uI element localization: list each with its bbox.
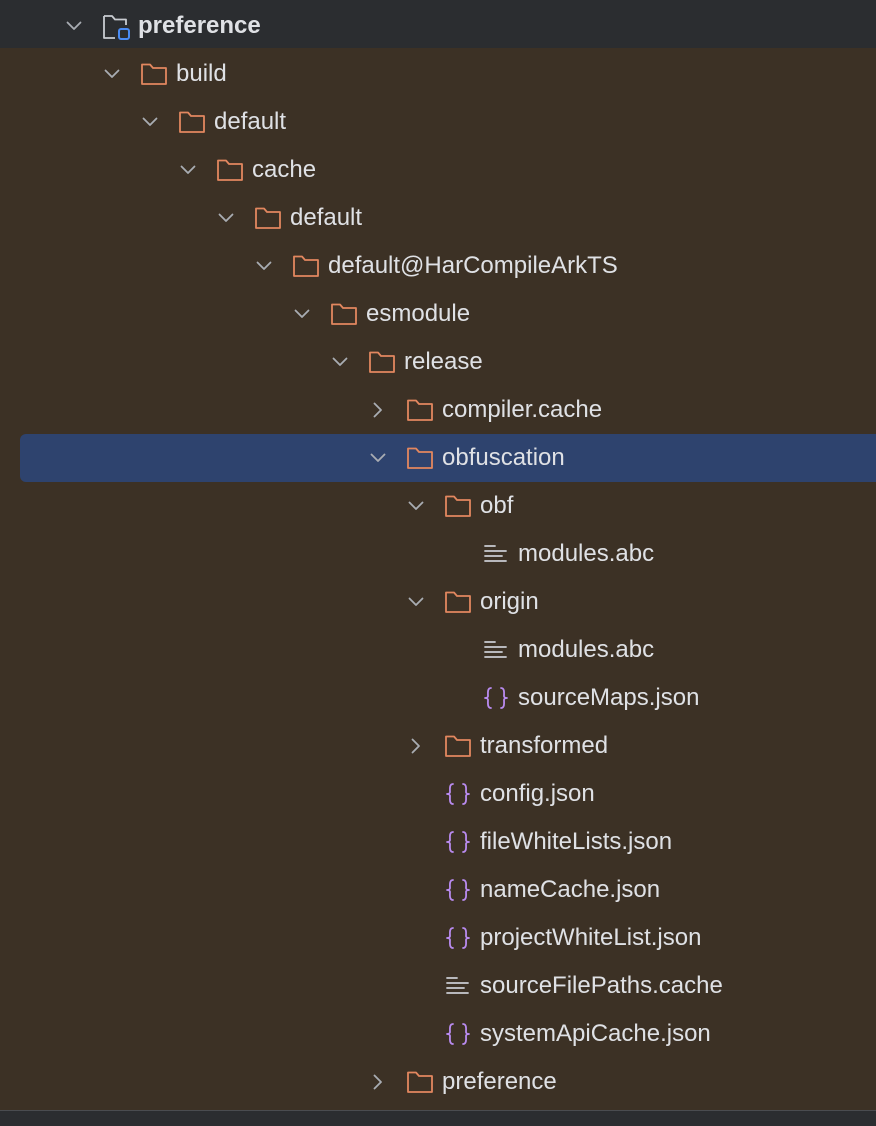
folder-icon (444, 493, 472, 519)
tree-item-label: compiler.cache (442, 396, 603, 423)
chevron-right-icon[interactable] (370, 1074, 386, 1090)
tree-item-label: preference (138, 12, 261, 39)
tree-row-folder[interactable]: default (0, 98, 876, 146)
folder-icon (292, 253, 320, 279)
tree-row-file[interactable]: nameCache.json (0, 866, 876, 914)
tree-row-file[interactable]: systemApiCache.json (0, 1010, 876, 1058)
chevron-down-icon[interactable] (142, 114, 158, 130)
tree-row-file[interactable]: modules.abc (0, 626, 876, 674)
folder-icon (406, 397, 434, 423)
tree-row-folder[interactable]: build (0, 50, 876, 98)
text-file-icon (482, 637, 510, 663)
tree-item-label: default@HarCompileArkTS (328, 252, 618, 279)
chevron-right-icon[interactable] (408, 738, 424, 754)
json-file-icon (444, 1021, 472, 1047)
folder-icon (216, 157, 244, 183)
folder-icon (330, 301, 358, 327)
chevron-down-icon[interactable] (180, 162, 196, 178)
tree-item-label: modules.abc (518, 636, 655, 663)
tree-item-label: cache (252, 156, 317, 183)
tree-item-label: transformed (480, 732, 609, 759)
tree-item-label: default (290, 204, 363, 231)
tree-row-file[interactable]: fileWhiteLists.json (0, 818, 876, 866)
chevron-down-icon[interactable] (408, 594, 424, 610)
tree-row-folder[interactable]: obf (0, 482, 876, 530)
tree-row-folder[interactable]: default (0, 194, 876, 242)
folder-icon (444, 733, 472, 759)
json-file-icon (444, 877, 472, 903)
tree-item-label: projectWhiteList.json (480, 924, 702, 951)
tree-item-label: nameCache.json (480, 876, 661, 903)
tree-row-folder-selected[interactable]: obfuscation (0, 434, 876, 482)
tree-item-label: build (176, 60, 227, 87)
tree-item-label: esmodule (366, 300, 471, 327)
tree-header-band (0, 0, 876, 48)
chevron-down-icon[interactable] (408, 498, 424, 514)
tree-row-file[interactable]: sourceFilePaths.cache (0, 962, 876, 1010)
tree-row-folder[interactable]: cache (0, 146, 876, 194)
tree-item-label: systemApiCache.json (480, 1020, 711, 1047)
json-file-icon (444, 925, 472, 951)
tree-item-label: origin (480, 588, 539, 615)
folder-icon (178, 109, 206, 135)
tree-row-file[interactable]: projectWhiteList.json (0, 914, 876, 962)
tree-footer-band (0, 1110, 876, 1126)
folder-icon (140, 61, 168, 87)
tree-row-root[interactable]: preference (0, 2, 876, 50)
tree-row-file[interactable]: modules.abc (0, 530, 876, 578)
tree-row-file[interactable]: sourceMaps.json (0, 674, 876, 722)
chevron-down-icon[interactable] (370, 450, 386, 466)
chevron-down-icon[interactable] (256, 258, 272, 274)
chevron-down-icon[interactable] (294, 306, 310, 322)
folder-icon (368, 349, 396, 375)
tree-row-folder[interactable]: preference (0, 1058, 876, 1106)
tree-row-folder[interactable]: default@HarCompileArkTS (0, 242, 876, 290)
json-file-icon (444, 829, 472, 855)
folder-icon (406, 1069, 434, 1095)
folder-icon (444, 589, 472, 615)
chevron-down-icon[interactable] (332, 354, 348, 370)
tree-item-label: release (404, 348, 483, 375)
chevron-down-icon[interactable] (104, 66, 120, 82)
tree-row-folder[interactable]: esmodule (0, 290, 876, 338)
tree-row-folder[interactable]: origin (0, 578, 876, 626)
tree-item-label: modules.abc (518, 540, 655, 567)
tree-item-label: sourceMaps.json (518, 684, 700, 711)
tree-item-label: default (214, 108, 287, 135)
folder-icon (254, 205, 282, 231)
tree-row-folder[interactable]: compiler.cache (0, 386, 876, 434)
tree-item-label: sourceFilePaths.cache (480, 972, 723, 999)
json-file-icon (444, 781, 472, 807)
tree-item-label: preference (442, 1068, 557, 1095)
text-file-icon (444, 973, 472, 999)
chevron-down-icon[interactable] (218, 210, 234, 226)
module-folder-icon (102, 13, 130, 40)
folder-icon (406, 445, 434, 471)
tree-row-folder[interactable]: release (0, 338, 876, 386)
chevron-down-icon[interactable] (66, 18, 82, 34)
tree-row-file[interactable]: config.json (0, 770, 876, 818)
tree-item-label: obf (480, 492, 514, 519)
text-file-icon (482, 541, 510, 567)
chevron-right-icon[interactable] (370, 402, 386, 418)
tree-row-folder[interactable]: transformed (0, 722, 876, 770)
tree-item-label: fileWhiteLists.json (480, 828, 673, 855)
json-file-icon (482, 685, 510, 711)
tree-item-label: config.json (480, 780, 595, 807)
tree-item-label: obfuscation (442, 444, 565, 471)
